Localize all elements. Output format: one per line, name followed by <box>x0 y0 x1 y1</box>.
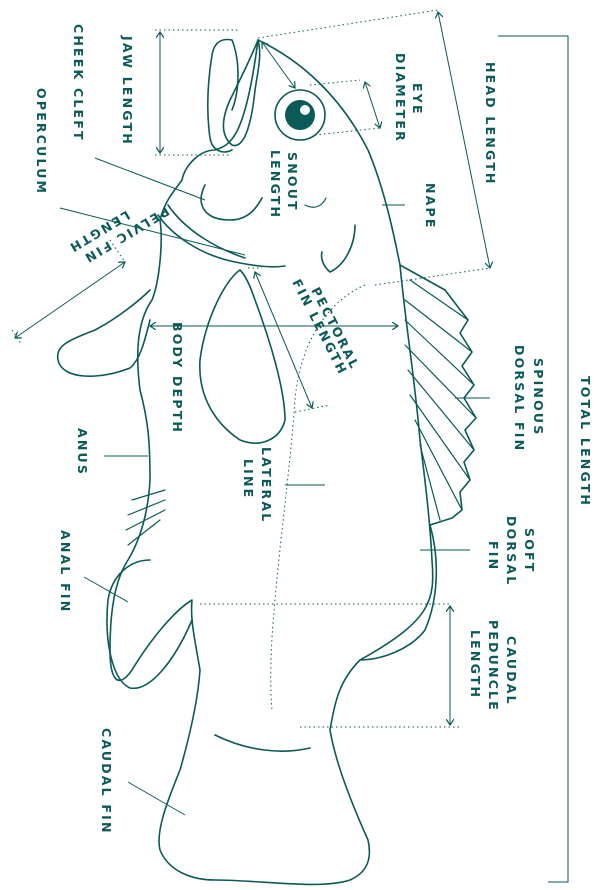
lower-jaw <box>208 40 238 152</box>
upper-jaw <box>224 40 260 146</box>
svg-text:SPINOUS: SPINOUS <box>531 358 546 436</box>
label-caudal-peduncle-length: CAUDAL PEDUNCLE LENGTH <box>468 620 519 712</box>
svg-text:FIN: FIN <box>486 541 501 571</box>
label-operculum: OPERCULUM <box>34 88 49 195</box>
caudal-fin-leader <box>128 782 185 815</box>
preopercle-line <box>158 215 285 267</box>
svg-text:SOFT: SOFT <box>522 528 537 574</box>
spinous-dorsal-fin <box>400 265 476 525</box>
label-eye-diameter: EYE DIAMETER <box>393 53 425 143</box>
label-spinous-dorsal-fin: SPINOUS DORSAL FIN <box>512 345 546 452</box>
cheek-line <box>201 185 262 220</box>
label-caudal-fin: CAUDAL FIN <box>99 728 114 835</box>
svg-text:DORSAL: DORSAL <box>504 516 519 586</box>
label-head-length: HEAD LENGTH <box>483 62 498 186</box>
svg-text:LATERAL: LATERAL <box>259 447 274 523</box>
soft-dorsal-fin <box>360 525 436 660</box>
pelvic-fin <box>58 290 150 376</box>
eye-diameter-arrow <box>365 82 380 128</box>
label-lateral-line: LATERAL LINE <box>241 447 274 523</box>
svg-text:LENGTH: LENGTH <box>468 630 483 699</box>
label-jaw-length: JAW LENGTH <box>120 35 135 146</box>
svg-text:EYE: EYE <box>410 83 425 116</box>
label-nape: NAPE <box>423 183 438 230</box>
svg-text:PEDUNCLE: PEDUNCLE <box>486 620 501 712</box>
label-snout-length: SNOUT LENGTH <box>268 150 300 219</box>
eye-highlight <box>300 105 310 115</box>
svg-text:DIAMETER: DIAMETER <box>393 53 408 143</box>
gill-flap <box>322 225 355 272</box>
label-cheek-cleft: CHEEK CLEFT <box>71 24 86 142</box>
anal-fin-leader <box>84 577 128 602</box>
pelvic-fin-length-arrow <box>15 262 125 338</box>
eye-pupil <box>285 100 315 130</box>
svg-text:LINE: LINE <box>241 459 256 499</box>
svg-text:LENGTH: LENGTH <box>268 150 283 219</box>
total-length-bracket <box>498 36 568 882</box>
label-soft-dorsal-fin: SOFT DORSAL FIN <box>486 516 537 586</box>
label-total-length: TOTAL LENGTH <box>578 376 593 507</box>
labels: JAW LENGTH CHEEK CLEFT OPERCULUM PELVIC … <box>34 24 593 835</box>
caudal-fin-base <box>215 735 310 751</box>
snout-length-arrow <box>262 42 295 88</box>
pectoral-fin <box>200 270 285 443</box>
head-length-arrow <box>438 12 490 268</box>
label-anal-fin: ANAL FIN <box>58 530 73 613</box>
svg-text:SNOUT: SNOUT <box>285 152 300 212</box>
label-body-depth: BODY DEPTH <box>170 322 185 434</box>
label-anus: ANUS <box>75 428 90 476</box>
mouth-corner <box>305 198 326 207</box>
svg-text:DORSAL FIN: DORSAL FIN <box>512 345 527 452</box>
svg-text:CAUDAL: CAUDAL <box>504 636 519 706</box>
